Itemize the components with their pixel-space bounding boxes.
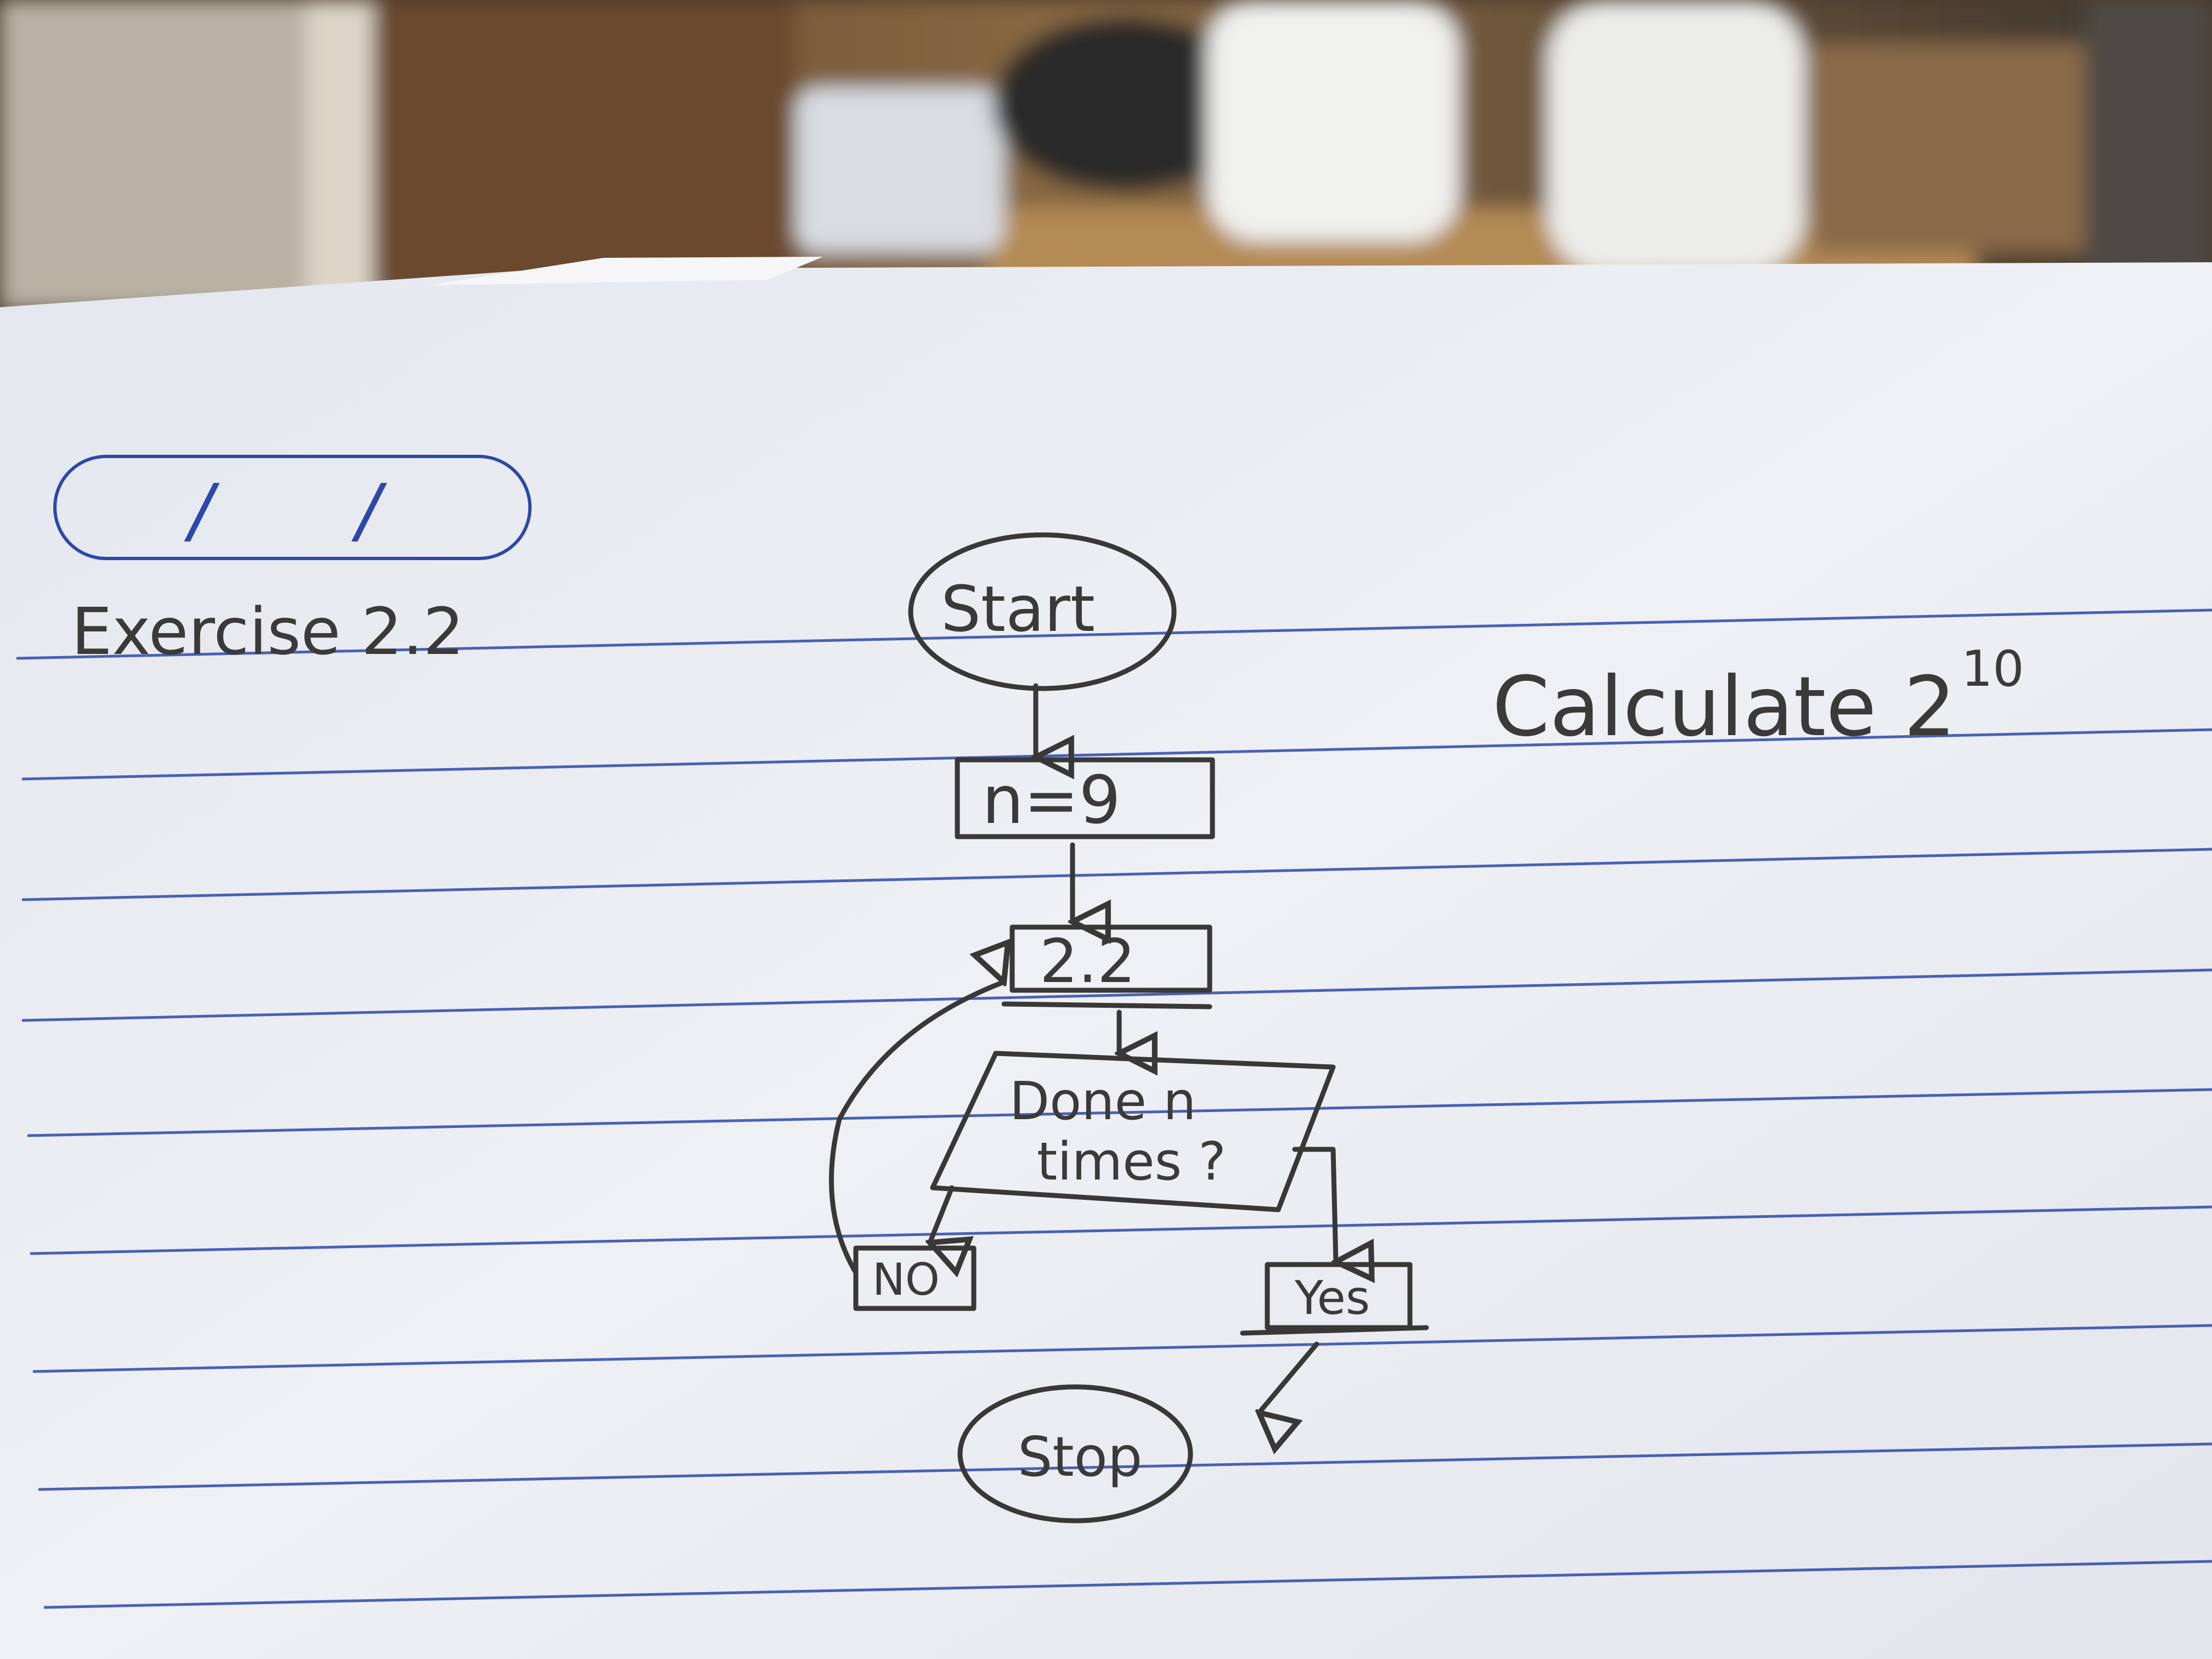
init-node: n=9 [955, 757, 1215, 839]
stop-node: Stop [957, 1384, 1193, 1523]
arrow-no-loop-back [829, 982, 1004, 1276]
notebook-paper [0, 257, 2212, 1659]
no-node: NO [853, 1245, 977, 1311]
task-label: Calculate 2 10 [1492, 640, 2024, 755]
yes-node: Yes [1240, 1262, 1429, 1336]
no-label: NO [872, 1254, 940, 1305]
decision-node: Done n times ? [930, 1051, 1336, 1212]
arrow-decision-to-no [930, 1185, 952, 1243]
start-label: Start [941, 573, 1095, 646]
operation-label: 2.2 [1040, 926, 1136, 996]
decision-label-line2: times ? [1037, 1132, 1226, 1192]
decision-label-line1: Done n [1009, 1071, 1196, 1132]
task-base: 2 [1904, 659, 1956, 755]
arrow-yes-to-stop [1259, 1341, 1319, 1413]
stop-label: Stop [1018, 1425, 1142, 1489]
arrow-decision-to-yes [1292, 1147, 1336, 1262]
exercise-label: Exercise 2.2 [71, 594, 464, 669]
flowchart: Start n=9 2.2 Done n times ? NO [829, 532, 1429, 1523]
task-text: Calculate [1492, 659, 1877, 755]
start-node: Start [908, 532, 1177, 691]
task-exponent: 10 [1961, 640, 2024, 698]
init-label: n=9 [982, 763, 1121, 839]
yes-label: Yes [1294, 1271, 1370, 1325]
operation-node: 2.2 [1001, 924, 1212, 1009]
